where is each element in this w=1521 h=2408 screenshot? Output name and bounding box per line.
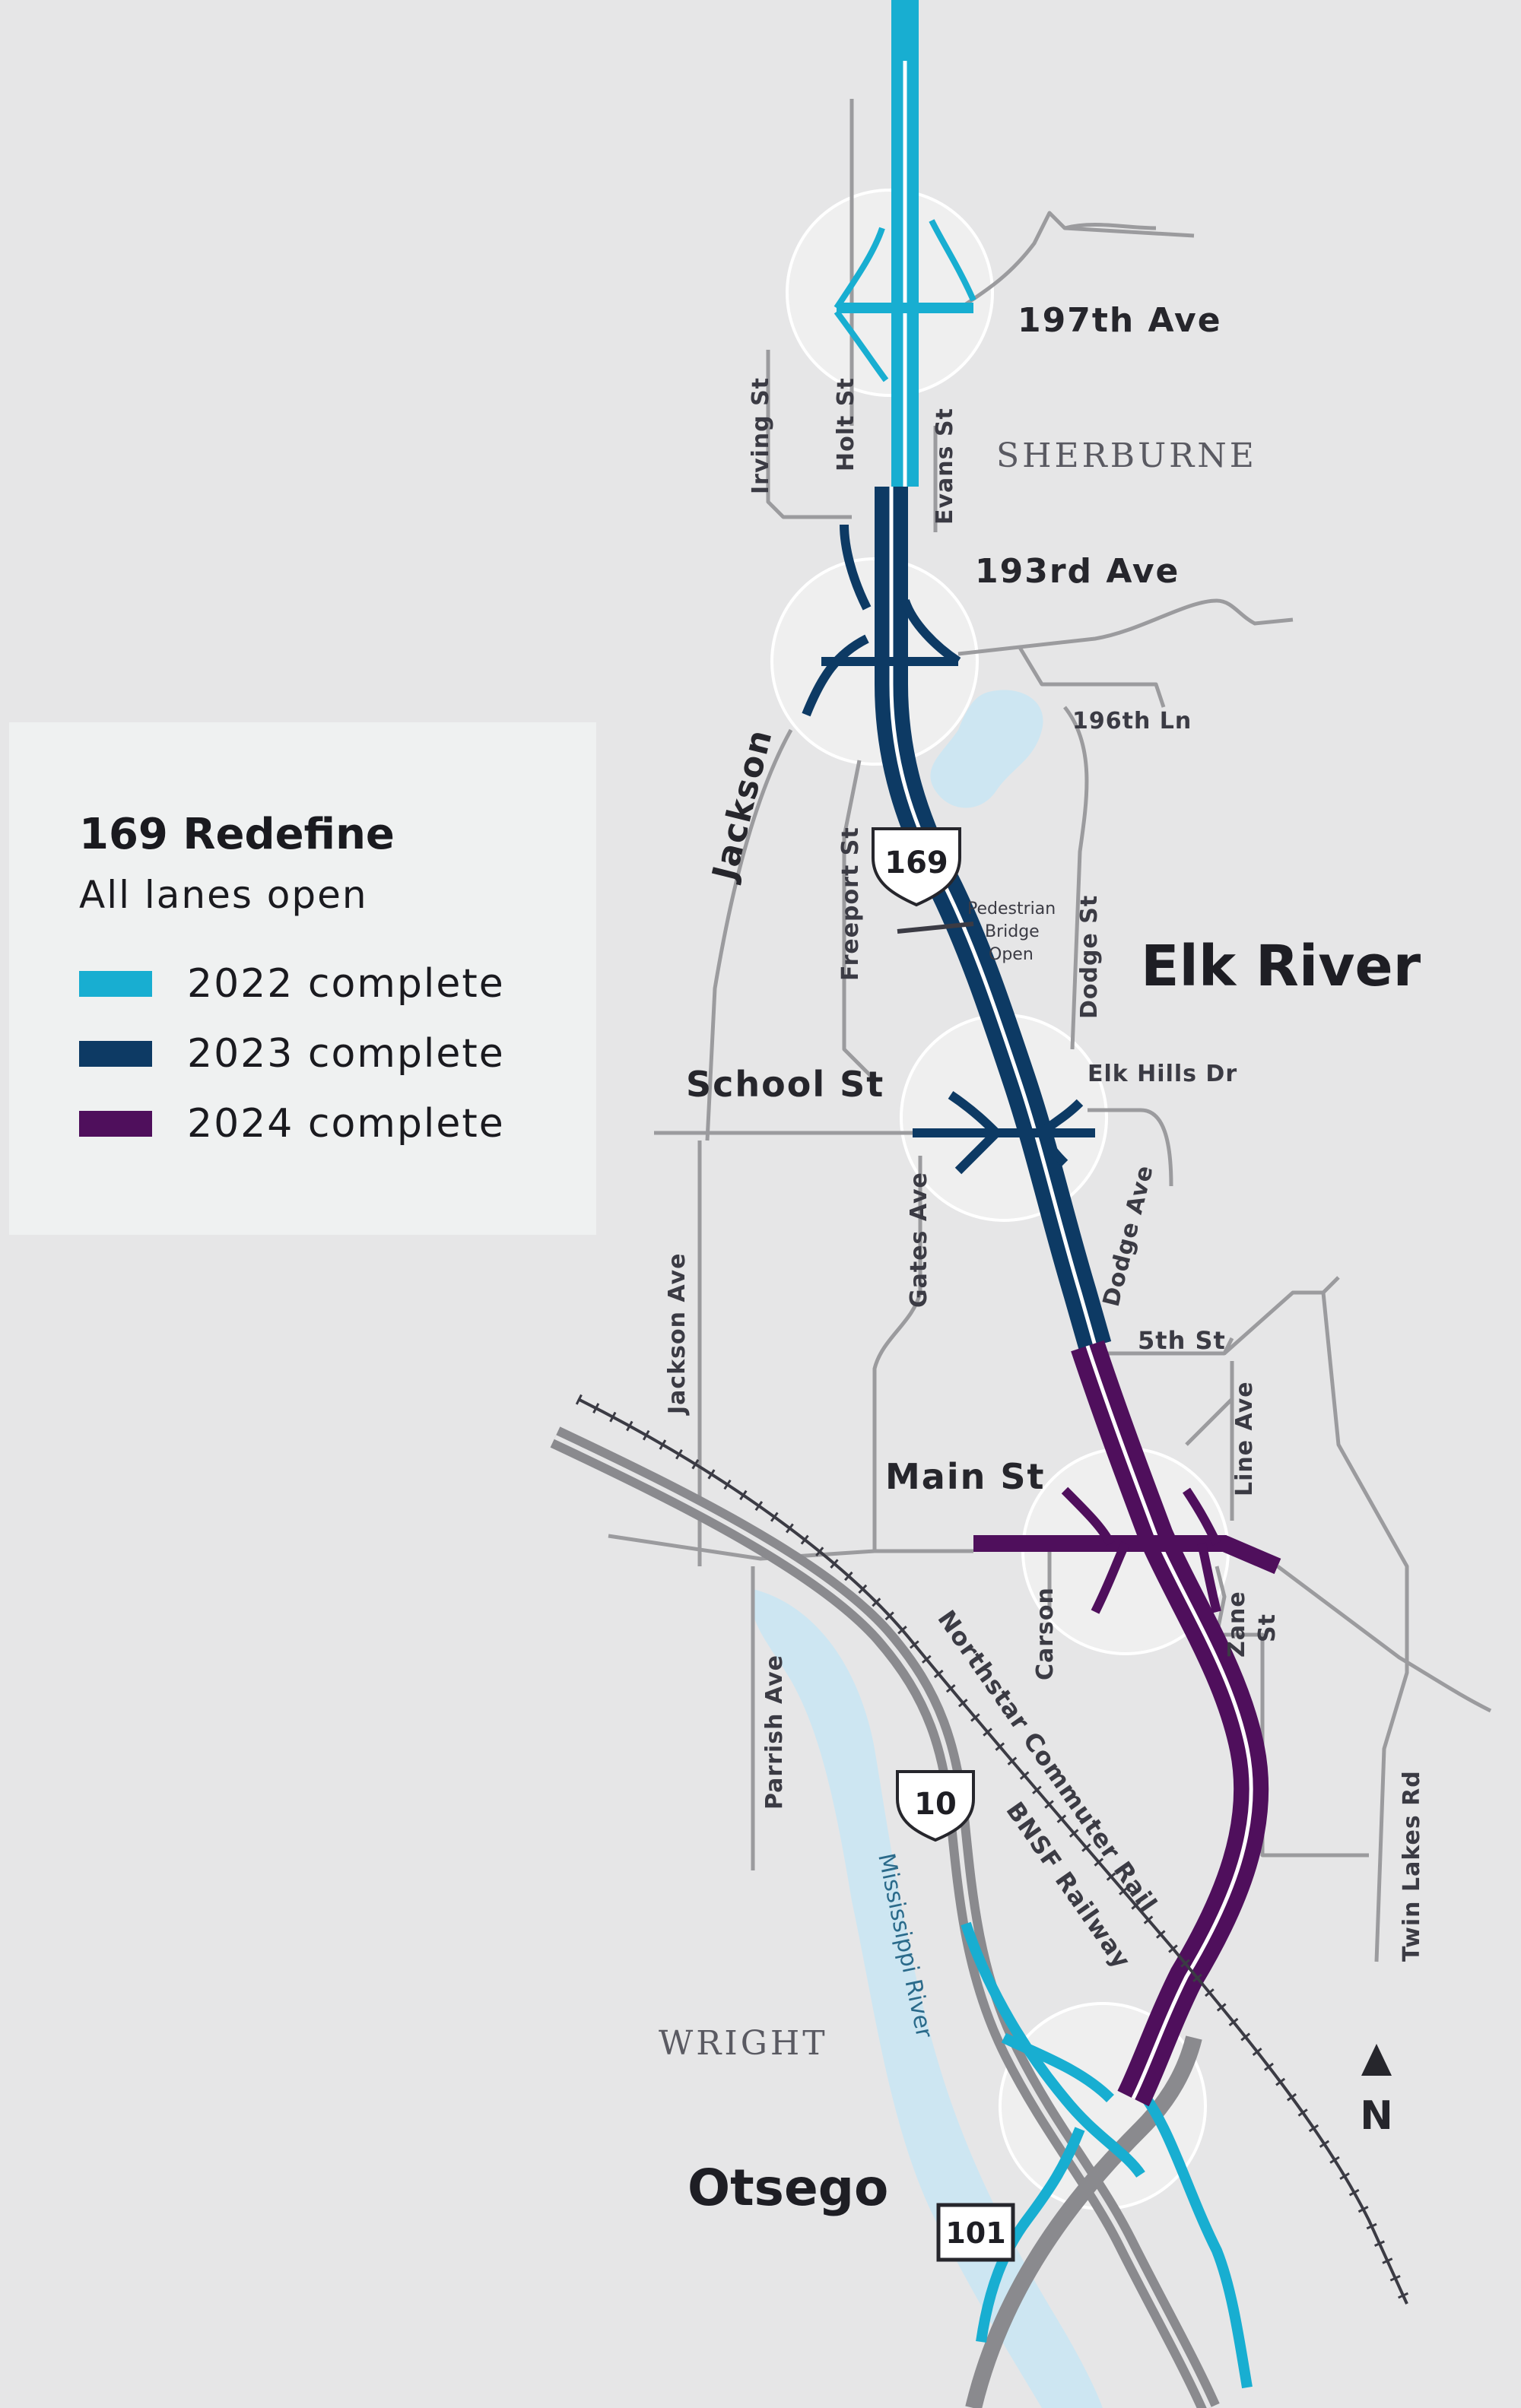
seg2024-main-ramps — [1061, 1486, 1221, 1614]
label-school-st: School St — [686, 1064, 884, 1105]
road-zane — [1215, 1566, 1369, 1858]
label-dodge-ave: Dodge Ave — [1098, 1163, 1159, 1309]
us-10-corridor — [550, 1426, 1220, 2408]
lake-193rd — [930, 690, 1043, 808]
label-elk-hills-dr: Elk Hills Dr — [1088, 1061, 1237, 1087]
label-main-st: Main St — [885, 1456, 1045, 1497]
seg2022-otsego-ramps — [961, 1921, 1253, 2389]
hwy-101-shield: 101 — [936, 2203, 1015, 2262]
label-holt-st: Holt St — [833, 377, 859, 471]
pedestrian-bridge-label-2: Bridge — [985, 922, 1040, 941]
label-5th-st: 5th St — [1138, 1326, 1226, 1355]
interchange-highlights — [770, 189, 1230, 2210]
us-10-shield: 10 — [896, 1770, 975, 1842]
legend-label-2024: 2024 complete — [187, 1101, 505, 1147]
label-196th-ln: 196th Ln — [1072, 708, 1192, 734]
road-elk-hills — [1088, 1108, 1173, 1187]
label-gates-ave: Gates Ave — [906, 1172, 932, 1308]
segments-2023 — [802, 487, 1112, 1351]
road-197-east — [1064, 223, 1157, 230]
pedestrian-bridge-line — [897, 922, 974, 934]
label-elk-river: Elk River — [1141, 934, 1421, 999]
label-jackson-ave: Jackson Ave — [664, 1253, 691, 1416]
legend-swatch-2023 — [79, 1041, 152, 1067]
hwy-101-shield-shape — [936, 2203, 1015, 2262]
us-10-shield-number: 10 — [914, 1787, 957, 1822]
circle-197th — [786, 189, 994, 397]
legend-subtitle: All lanes open — [79, 873, 368, 917]
legend-swatch-2022 — [79, 971, 152, 997]
road-5th-east — [1223, 1276, 1340, 1355]
railroads — [575, 1394, 1412, 2306]
road-freeport — [842, 760, 876, 1081]
legend-swatch-2024 — [79, 1111, 152, 1137]
label-dodge-st: Dodge St — [1076, 895, 1103, 1019]
north-arrow-icon — [1361, 2044, 1392, 2076]
seg2022-197th-ramps — [834, 219, 976, 382]
label-parrish-ave: Parrish Ave — [761, 1655, 788, 1810]
pedestrian-bridge-label-1: Pedestrian — [967, 899, 1056, 918]
hwy10-center — [554, 1435, 1211, 2408]
road-main-east — [1276, 1565, 1492, 1713]
legend-item-2023: 2023 complete — [79, 1019, 596, 1089]
seg2023-school-ramps — [913, 1091, 1095, 1175]
us-169-shield-number: 169 — [884, 845, 948, 880]
hwy-101-shield-number: 101 — [945, 2216, 1005, 2250]
label-carson: Carson — [1032, 1587, 1059, 1680]
label-zane: Zane — [1224, 1591, 1250, 1658]
label-sherburne: SHERBURNE — [996, 436, 1257, 475]
label-freeport-st: Freeport St — [837, 826, 864, 981]
label-197th-ave: 197th Ave — [1018, 301, 1222, 340]
seg2023-divider — [889, 487, 1097, 1347]
label-wright: WRIGHT — [659, 2024, 828, 2063]
us-10-shield-shape — [896, 1770, 975, 1842]
label-jackson: Jackson — [704, 725, 780, 886]
pedestrian-bridge: Pedestrian Bridge Open — [897, 899, 1056, 964]
mississippi-river — [751, 1589, 1103, 2408]
label-193rd-ave: 193rd Ave — [975, 552, 1180, 591]
label-evans-st: Evans St — [932, 408, 958, 525]
legend-list: 2022 complete 2023 complete 2024 complet… — [79, 949, 596, 1159]
legend-item-2024: 2024 complete — [79, 1089, 596, 1159]
road-193rd — [957, 598, 1294, 656]
seg2023-193rd-ramps — [802, 524, 961, 717]
road-twin-lakes — [1321, 1292, 1409, 1962]
label-zane-st: St — [1254, 1613, 1281, 1642]
label-bnsf: BNSF Railway — [1000, 1797, 1136, 1974]
legend-title: 169 Redefine — [79, 810, 395, 859]
road-main-sw — [1185, 1361, 1234, 1446]
us-169-shield: 169 — [872, 827, 961, 907]
us-169-shield-shape — [872, 827, 961, 907]
north-arrow: N — [1360, 2044, 1393, 2139]
legend-panel: 169 Redefine All lanes open 2022 complet… — [9, 722, 596, 1235]
label-irving-st: Irving St — [748, 377, 774, 494]
label-otsego: Otsego — [687, 2159, 888, 2217]
legend-label-2023: 2023 complete — [187, 1031, 505, 1077]
legend-label-2022: 2022 complete — [187, 961, 505, 1007]
segments-2024 — [973, 1340, 1281, 2107]
road-gates — [872, 1156, 922, 1551]
seg2024-divider — [1085, 1345, 1253, 2100]
segments-2022 — [834, 0, 1253, 2389]
hwy101-ramp — [965, 2035, 1202, 2408]
rail-ties — [575, 1394, 1412, 2306]
road-197th — [964, 211, 1195, 306]
label-twin-lakes: Twin Lakes Rd — [1399, 1770, 1425, 1962]
north-arrow-label: N — [1360, 2093, 1393, 2139]
road-196th — [1017, 645, 1166, 708]
road-irving — [766, 350, 852, 519]
road-jackson — [705, 728, 793, 1141]
road-dodge-st — [1063, 706, 1089, 1050]
seg2024-main-st-bridge — [973, 1535, 1281, 1575]
pedestrian-bridge-label-3: Open — [989, 945, 1034, 964]
legend-item-2022: 2022 complete — [79, 949, 596, 1019]
label-line-ave: Line Ave — [1231, 1381, 1258, 1496]
